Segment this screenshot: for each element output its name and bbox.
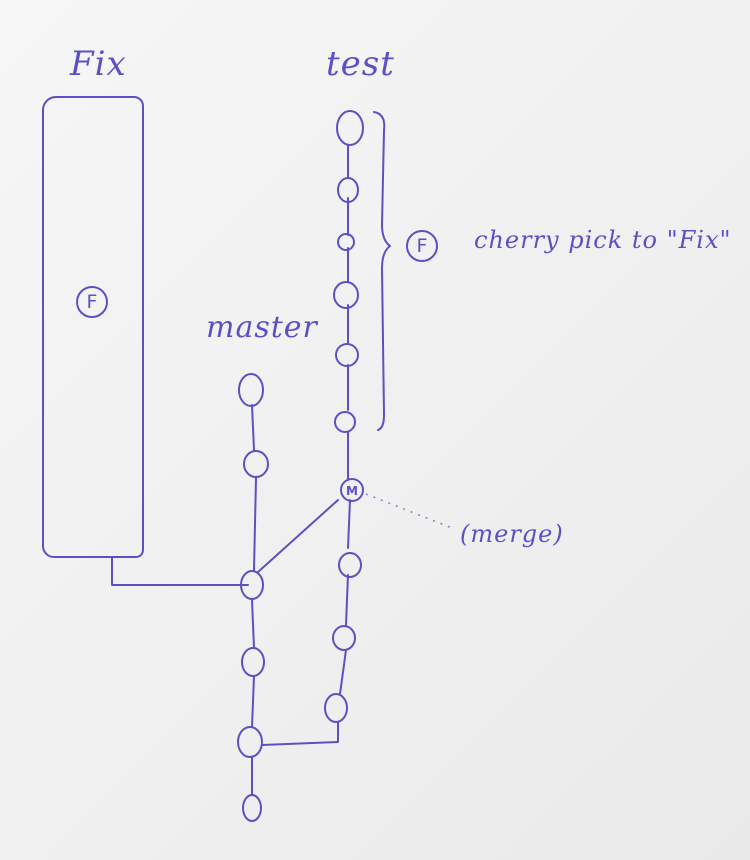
master-commit (243, 450, 269, 478)
test-commit (337, 233, 355, 251)
test-branch-label: test (326, 44, 395, 84)
test-commit (324, 693, 348, 723)
test-commit (335, 343, 359, 367)
fix-to-master-connector (111, 557, 249, 586)
master-branch-line (251, 404, 257, 796)
master-commit (238, 373, 264, 407)
master-commit (237, 726, 263, 758)
master-commit (240, 570, 264, 600)
fix-branch-label: Fix (70, 44, 127, 84)
test-commit (337, 177, 359, 203)
test-branch-line-bottom (261, 499, 351, 746)
fix-branch-box (42, 96, 144, 558)
merge-pointer (365, 493, 453, 529)
merge-commit-marker: M (346, 484, 358, 498)
master-commit (241, 647, 265, 677)
cherry-pick-annotation: cherry pick to "Fix" (474, 226, 732, 254)
test-commit (334, 411, 356, 433)
test-commit (332, 625, 356, 651)
test-commit (338, 552, 362, 578)
merge-annotation: (merge) (460, 520, 564, 548)
fix-f-marker: F (76, 286, 108, 318)
test-commit (336, 110, 364, 146)
merge-line (257, 499, 339, 573)
merge-commit (340, 478, 364, 502)
test-commit (333, 281, 359, 309)
master-commit (242, 794, 262, 822)
cherry-pick-bracket (373, 111, 391, 431)
cherry-pick-f-marker: F (406, 230, 438, 262)
master-branch-label: master (206, 310, 318, 345)
